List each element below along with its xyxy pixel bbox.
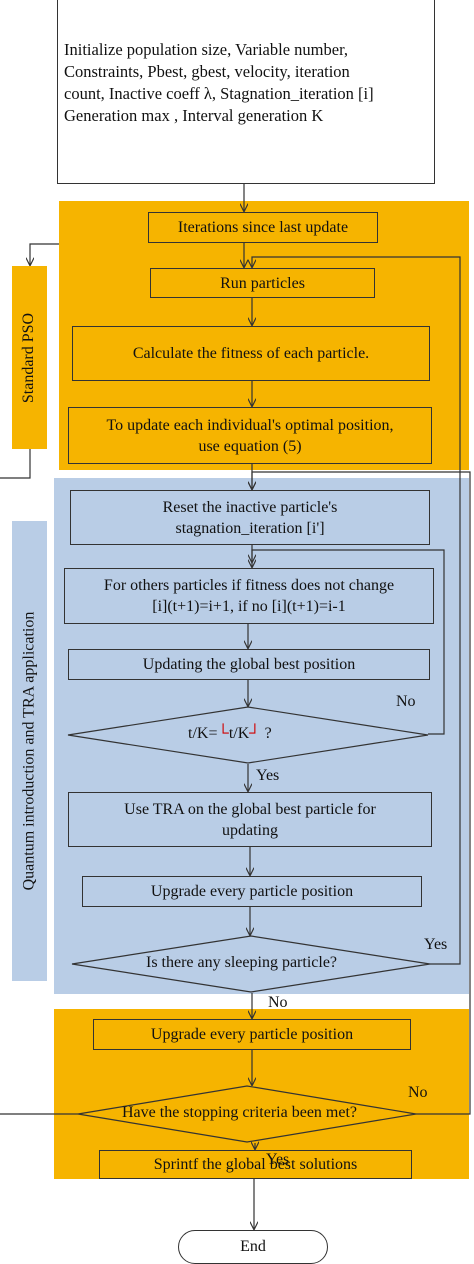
global-best-box: Updating the global best position [68,649,430,680]
floor-open-symbol: └ [217,725,229,742]
update-position-text: To update each individual's optimal posi… [106,416,394,434]
yes-label-3: Yes [266,1151,290,1168]
quantum-label-box: Quantum introduction and TRA application [12,521,47,981]
yes-label-1: Yes [256,767,280,784]
standard-pso-label-box: Standard PSO [12,266,47,449]
others-particles-text: For others particles if fitness does not… [103,577,395,594]
global-best-text: Updating the global best position [142,656,356,673]
upgrade-text-2: Upgrade every particle position [150,1026,354,1043]
reset-text: Reset the inactive particle's [162,498,338,516]
tk-decision-text: t/K=└t/K┘ ? [188,725,272,743]
pso-loop-top [30,243,59,265]
stopping-decision-text: Have the stopping criteria been met? [122,1104,358,1121]
tk-diamond [67,706,429,764]
reset-text: stagnation_iteration [i'] [175,519,325,537]
others-particles-box: For others particles if fitness does not… [64,568,434,624]
sleeping-decision-text: Is there any sleeping particle? [146,954,338,971]
update-position-box: To update each individual's optimal posi… [68,407,432,464]
tk-mid: t/K [228,725,250,742]
sprintf-text: Sprintf the global best solutions [153,1156,358,1173]
tk-prefix: t/K= [188,725,218,742]
update-position-text: use equation (5) [198,437,302,455]
others-particles-text: [i](t+1)=i+1, if no [i](t+1)=i-1 [152,598,346,615]
run-particles-text: Run particles [220,274,305,292]
sprintf-box: Sprintf the global best solutions [99,1150,412,1179]
reset-box: Reset the inactive particle's stagnation… [70,490,430,545]
init-line: Generation max , Interval generation K [64,106,324,125]
stopping-no-loop [252,471,471,1115]
sleeping-diamond [71,935,431,993]
no-label-1: No [396,693,416,710]
end-text: End [240,1238,266,1255]
upgrade-box-2: Upgrade every particle position [93,1019,411,1050]
init-line: Initialize population size, Variable num… [64,40,349,59]
floor-close-symbol: ┘ [249,725,261,742]
tk-no-loop [252,549,445,735]
initialize-box: Initialize population size, Variable num… [57,0,435,184]
tra-text: updating [222,821,278,839]
sleeping-yes-loop [252,256,461,965]
run-particles-box: Run particles [150,268,375,298]
iterations-text: Iterations since last update [177,219,349,236]
iterations-box: Iterations since last update [148,212,378,243]
upgrade-text-1: Upgrade every particle position [150,883,354,900]
tk-suffix: ? [260,725,272,742]
fitness-box: Calculate the fitness of each particle. [72,326,430,381]
tra-box: Use TRA on the global best particle for … [68,792,432,847]
stopping-diamond [77,1085,417,1143]
tra-text: Use TRA on the global best particle for [124,800,376,818]
end-terminator: End [178,1230,328,1264]
yes-label-2: Yes [424,936,448,953]
init-line: count, Inactive coeff λ, Stagnation_iter… [64,84,374,103]
no-label-3: No [408,1084,428,1101]
fitness-text: Calculate the fitness of each particle. [132,345,370,362]
no-label-2: No [268,994,288,1011]
upgrade-box-1: Upgrade every particle position [82,876,422,907]
pso-loop-bottom [0,449,31,479]
init-line: Constraints, Pbest, gbest, velocity, ite… [64,62,350,81]
